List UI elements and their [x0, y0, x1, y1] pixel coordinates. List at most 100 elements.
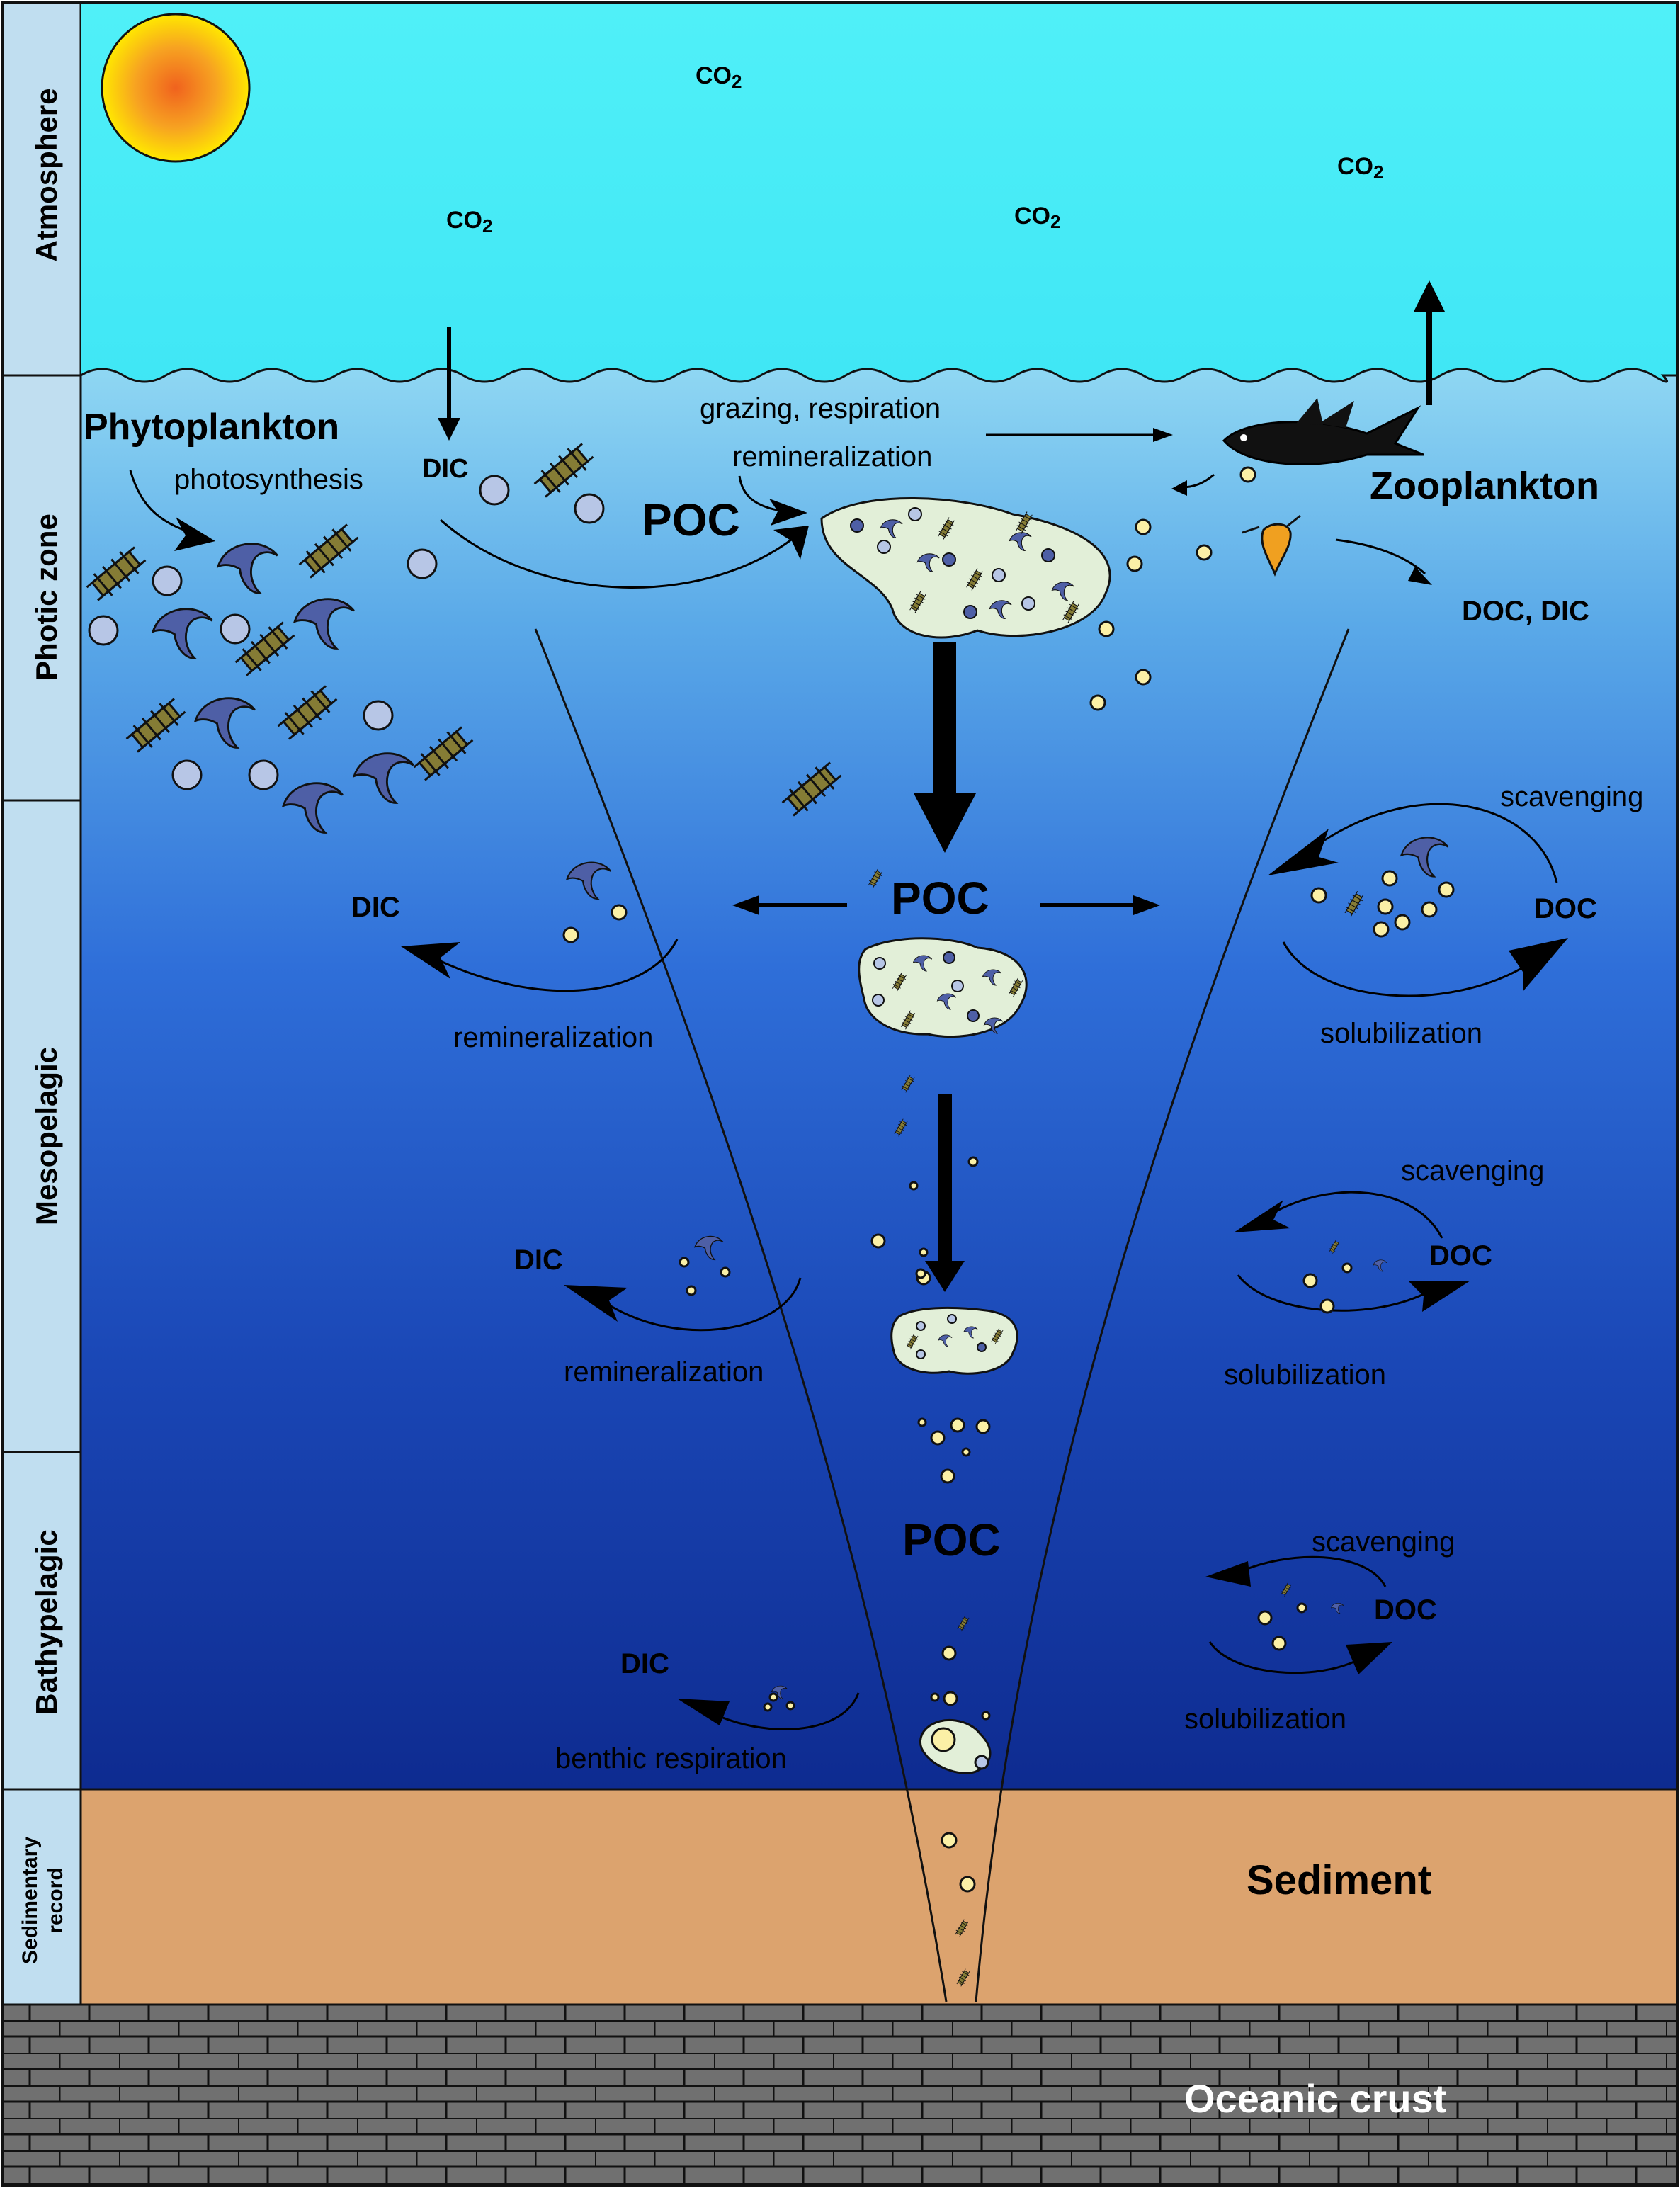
photic-dic-label: DIC	[422, 454, 468, 484]
bathy-right-pellets	[1257, 1602, 1307, 1651]
bathy-poc-label: POC	[902, 1514, 1001, 1565]
co2-uptake-arrowhead	[438, 418, 460, 441]
zone-label-atmosphere: Atmosphere	[30, 88, 63, 261]
poc-export-arrowhead	[914, 793, 976, 853]
meso-lower-left-pellets	[679, 1257, 731, 1296]
photosynthesis-arrowhead	[174, 517, 215, 551]
meso-upper-dic-label: DIC	[351, 892, 400, 923]
zone-label-sedimentary-line1: Sedimentary	[18, 1837, 42, 1964]
meso-lower-scav-label: scavenging	[1401, 1155, 1544, 1186]
seafloor-aggregate	[919, 1718, 992, 1774]
poc-sink-arrowhead	[925, 1261, 965, 1292]
atmosphere-zone-cell	[1, 1, 82, 377]
zone-label-mesopelagic: Mesopelagic	[30, 1047, 63, 1225]
meso-upper-left-pellets	[562, 904, 628, 943]
bathy-solub-arrow	[1208, 1641, 1363, 1674]
meso-upper-remin-label: remineralization	[453, 1022, 653, 1053]
bathy-doc-label: DOC	[1374, 1594, 1437, 1626]
zooplankton-icon	[1222, 398, 1424, 465]
meso-lower-dic-label: DIC	[514, 1245, 563, 1276]
copepod-icon	[1242, 514, 1301, 577]
meso-lower-remin-arrow	[606, 1277, 802, 1332]
photosynthesis-label: photosynthesis	[174, 464, 363, 495]
photic-poc-label: POC	[642, 494, 740, 545]
dic-to-poc-arrow	[440, 518, 801, 589]
co2-label-2: CO2	[446, 207, 492, 237]
meso-lower-right-pellets	[1302, 1262, 1353, 1314]
bathy-sinking-particles	[930, 1645, 991, 1721]
bathy-solub-arrowhead	[1346, 1642, 1392, 1674]
meso-upper-solub-arrowhead	[1509, 938, 1568, 992]
oceanic-crust-layer	[1, 2003, 1679, 2187]
photic-remin-arrowhead	[769, 499, 807, 526]
mesopelagic-zone-cell	[1, 799, 82, 1453]
zoo-to-doc-arrow	[1335, 538, 1426, 575]
meso-upper-solub-label: solubilization	[1320, 1018, 1482, 1049]
meso-lower-scav-arrowhead	[1234, 1200, 1290, 1232]
photic-remin-arrow	[738, 475, 785, 513]
zone-sidebar: Atmosphere Photic zone Mesopelagic Bathy…	[1, 1, 82, 2006]
sun-icon	[101, 13, 251, 163]
co2-label-4: CO2	[1337, 153, 1383, 183]
bathy-scav-label: scavenging	[1312, 1526, 1455, 1558]
meso-poc-label: POC	[891, 873, 989, 924]
sediment-layer	[79, 1788, 1679, 2006]
doc-dic-label: DOC, DIC	[1462, 596, 1589, 627]
meso-upper-solub-arrow	[1282, 941, 1531, 997]
sediment-label: Sediment	[1247, 1857, 1431, 1903]
meso-left-arrowhead	[732, 895, 759, 915]
bathy-solub-label: solubilization	[1184, 1704, 1346, 1735]
fecal-pellets-photic	[1089, 466, 1256, 711]
water-column-left-edge	[534, 628, 948, 2002]
co2-label-3: CO2	[1014, 203, 1060, 232]
meso-lower-solub-label: solubilization	[1224, 1359, 1386, 1390]
poc-aggregate-medium	[858, 937, 1028, 1038]
zone-label-sedimentary-line2: record	[44, 1867, 67, 1933]
meso-upper-doc-label: DOC	[1534, 893, 1597, 924]
benthic-resp-arrowhead	[677, 1699, 730, 1725]
zone-label-photic: Photic zone	[30, 514, 63, 681]
bathy-benthic-label: benthic respiration	[555, 1743, 787, 1774]
meso-right-arrowhead	[1133, 895, 1160, 915]
meso-upper-right-pellets	[1310, 870, 1455, 938]
poc-sink-arrow-shaft	[938, 1094, 952, 1268]
sedimentary-zone-cell	[1, 1788, 82, 2006]
bathy-dic-label: DIC	[620, 1648, 669, 1679]
meso-lower-scav-arrow	[1263, 1191, 1443, 1239]
atmosphere-area	[81, 3, 1677, 399]
poc-aggregate-large	[820, 497, 1111, 639]
meso-lower-solub-arrowhead	[1408, 1281, 1470, 1312]
meso-lower-remin-label: remineralization	[564, 1356, 764, 1388]
meso-upper-remin-arrowhead	[401, 942, 460, 979]
benthic-resp-arrow	[708, 1692, 860, 1730]
meso-upper-remin-arrow	[438, 939, 679, 992]
co2-release-arrowhead	[1414, 280, 1445, 312]
grazing-respiration-label: grazing, respiration	[700, 393, 941, 424]
photic-zone-cell	[1, 374, 82, 802]
bathy-scav-arrowhead	[1205, 1561, 1251, 1587]
photic-remineralization-label: remineralization	[732, 441, 932, 472]
phytoplankton-label: Phytoplankton	[84, 407, 339, 448]
dic-to-poc-arrowhead	[773, 526, 809, 560]
poc-export-arrow-shaft	[933, 642, 956, 812]
zone-label-bathypelagic: Bathypelagic	[30, 1529, 63, 1714]
poc-aggregate-small	[890, 1306, 1018, 1375]
meso-lower-remin-arrowhead	[564, 1285, 628, 1322]
co2-label-1: CO2	[696, 62, 742, 92]
zoo-to-doc-arrowhead	[1408, 567, 1432, 585]
water-column-right-edge	[975, 628, 1350, 2002]
meso-lower-sinking-particles	[915, 1268, 991, 1484]
bathy-left-pellets	[763, 1692, 795, 1712]
meso-upper-scav-label: scavenging	[1500, 781, 1643, 812]
zoo-small-arrowhead	[1171, 480, 1187, 496]
oceanic-crust-label: Oceanic crust	[1184, 2076, 1446, 2121]
meso-upper-scav-arrowhead	[1268, 829, 1339, 875]
grazing-arrowhead	[1153, 428, 1173, 442]
zooplankton-label: Zooplankton	[1370, 465, 1599, 507]
meso-lower-doc-label: DOC	[1429, 1240, 1492, 1271]
sediment-particles	[941, 1832, 976, 1893]
meso-upper-scav-arrow	[1310, 803, 1558, 883]
